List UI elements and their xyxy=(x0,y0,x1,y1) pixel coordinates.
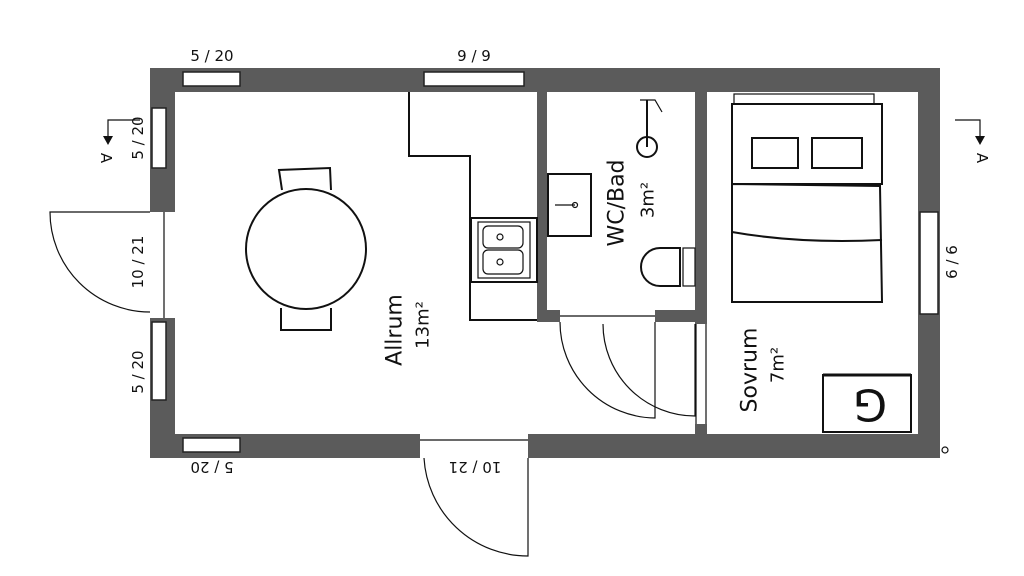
svg-text:Allrum: Allrum xyxy=(383,294,408,366)
fireplace-symbol: G xyxy=(853,379,887,430)
dim-left-bottom-window: 5 / 20 xyxy=(129,350,147,393)
window-right xyxy=(919,211,939,315)
dim-right-window: 6 / 6 xyxy=(943,245,961,279)
svg-text:A: A xyxy=(97,153,115,164)
dim-bottom-door: 10 / 21 xyxy=(449,458,502,476)
window-left-bottom xyxy=(151,321,167,401)
dim-left-door: 10 / 21 xyxy=(129,236,147,289)
door-swings xyxy=(49,211,696,557)
svg-text:3m²: 3m² xyxy=(638,182,659,218)
dimension-labels: 5 / 20 9 / 9 5 / 20 10 / 21 5 / 20 5 / 2… xyxy=(129,47,961,476)
room-label-sovrum: Sovrum 7m² xyxy=(738,328,789,413)
svg-text:WC/Bad: WC/Bad xyxy=(605,159,630,246)
washbasin-icon xyxy=(547,173,592,237)
dim-bottom-left-window: 5 / 20 xyxy=(190,458,233,476)
toilet-icon xyxy=(640,247,681,287)
window-top-center xyxy=(423,71,525,87)
section-marker-right: A xyxy=(955,119,991,164)
double-bed xyxy=(731,93,884,303)
window-bottom-left xyxy=(182,437,241,453)
window-left-top xyxy=(151,107,167,169)
chair-icon xyxy=(277,166,332,191)
section-marker-left: A xyxy=(97,119,140,164)
room-label-wcbad: WC/Bad 3m² xyxy=(605,159,659,246)
svg-text:Sovrum: Sovrum xyxy=(738,328,763,413)
pillow-icon xyxy=(751,137,799,169)
door-left-opening xyxy=(150,212,175,318)
openings xyxy=(150,71,939,458)
chair-icon xyxy=(280,308,332,331)
walls xyxy=(150,68,940,458)
dining-table xyxy=(245,166,367,331)
sink-icon xyxy=(482,225,524,249)
svg-text:13m²: 13m² xyxy=(413,301,434,349)
svg-text:A: A xyxy=(973,153,991,164)
dim-top-center-window: 9 / 9 xyxy=(457,47,491,65)
bathroom-fixtures xyxy=(547,99,696,287)
room-label-allrum: Allrum 13m² xyxy=(383,294,434,366)
svg-text:7m²: 7m² xyxy=(768,347,789,383)
door-bottom-opening xyxy=(420,434,528,458)
fireplace: G xyxy=(822,373,912,433)
kitchen-counter xyxy=(408,92,538,321)
window-top-left xyxy=(182,71,241,87)
dim-top-left-window: 5 / 20 xyxy=(190,47,233,65)
dim-left-top-window: 5 / 20 xyxy=(129,116,147,159)
pillow-icon xyxy=(811,137,863,169)
